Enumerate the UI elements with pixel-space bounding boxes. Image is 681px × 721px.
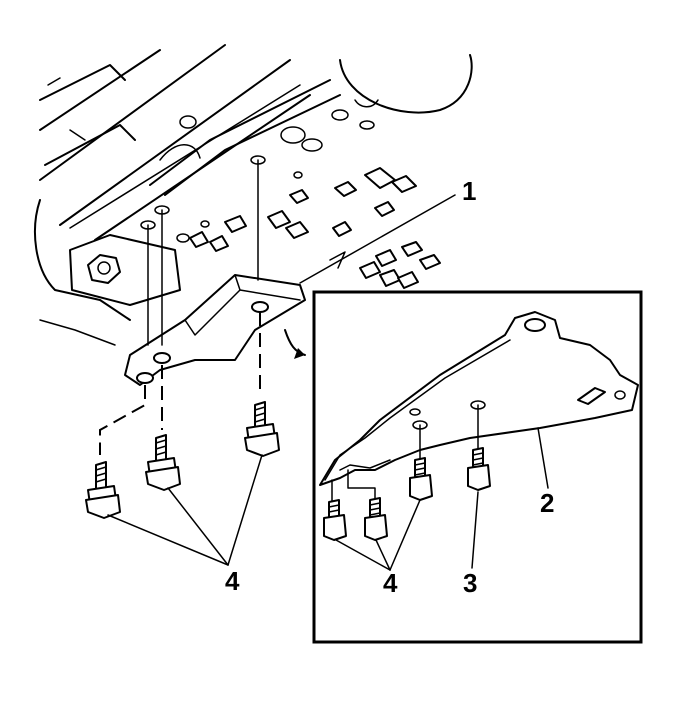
inset-arrow: [284, 329, 306, 359]
bolt-main-right: [244, 401, 280, 457]
callout-2: 2: [540, 488, 554, 518]
bolt-inset-4b: [364, 497, 388, 541]
alignment-lines-main: [99, 155, 266, 455]
bolt-inset-4c: [323, 499, 347, 541]
callout-4-main: 4: [225, 566, 240, 596]
bolt-main-left: [85, 461, 121, 519]
transmission-housing: [34, 44, 473, 346]
callout-4-inset: 4: [383, 568, 398, 598]
callout-3: 3: [463, 568, 477, 598]
bolt-main-middle: [145, 434, 181, 491]
callout-1: 1: [462, 176, 476, 206]
bracket-inset: [319, 311, 639, 486]
leader-line-1: [299, 194, 456, 284]
alignment-lines-inset: [331, 404, 479, 503]
bolt-inset-4a: [409, 457, 433, 501]
leader-lines-main-4: [107, 454, 263, 566]
leader-lines-inset: [335, 427, 549, 571]
bolt-inset-3: [467, 447, 491, 491]
